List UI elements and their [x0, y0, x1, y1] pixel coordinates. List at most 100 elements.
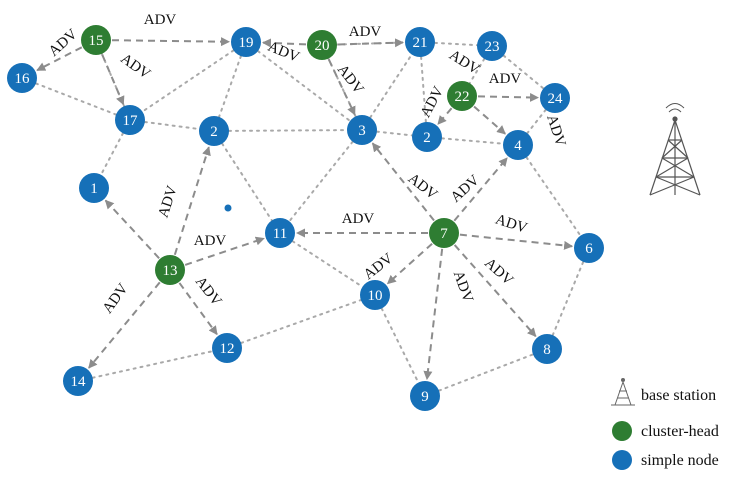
dotted-link	[218, 55, 242, 118]
node-circle	[115, 105, 145, 135]
adv-label: ADV	[405, 171, 441, 204]
adv-label: ADV	[265, 39, 301, 66]
node-label: 15	[89, 33, 104, 49]
node-label: 2	[423, 130, 431, 146]
adv-label: ADV	[194, 233, 227, 249]
node-circle	[540, 83, 570, 113]
base-station-icon	[649, 103, 701, 196]
adv-label: ADV	[349, 24, 382, 40]
dotted-link	[240, 299, 362, 344]
simple-node: 1	[79, 173, 109, 203]
simple-node: 21	[405, 27, 435, 57]
dotted-link	[291, 240, 364, 288]
simple-node: 2	[199, 116, 229, 146]
cluster-head-node: 13	[155, 255, 185, 285]
simple-node: 11	[265, 218, 295, 248]
adv-arrow	[453, 244, 537, 338]
adv-label: ADV	[100, 281, 132, 317]
simple-node: 2	[412, 122, 442, 152]
legend: base station cluster-head simple node	[611, 378, 719, 470]
small-node-dot	[224, 204, 232, 212]
dotted-link	[100, 132, 124, 176]
node-label: 2	[210, 124, 218, 140]
adv-arrow	[477, 92, 540, 102]
dotted-link	[335, 41, 407, 46]
adv-arrow	[178, 282, 218, 336]
adv-label: ADV	[156, 184, 181, 220]
node-circle	[410, 381, 440, 411]
simple-node: 17	[115, 105, 145, 135]
node-circle	[412, 122, 442, 152]
dotted-link	[437, 353, 535, 392]
dotted-link	[288, 140, 354, 223]
adv-arrow	[459, 233, 574, 250]
adv-arrow	[101, 54, 125, 106]
adv-label: ADV	[361, 250, 397, 283]
simple-node: 10	[360, 280, 390, 310]
adv-arrow	[423, 248, 444, 381]
simple-node: 19	[231, 27, 261, 57]
adv-label: ADV	[334, 62, 367, 98]
node-label: 4	[514, 138, 522, 154]
arrow-edges-layer	[36, 37, 574, 381]
node-label: 16	[15, 71, 31, 87]
adv-label: ADV	[418, 84, 447, 120]
simple-node: 24	[540, 83, 570, 113]
node-label: 20	[315, 38, 330, 54]
node-circle	[265, 218, 295, 248]
adv-arrow	[327, 59, 356, 116]
legend-label-simple-node: simple node	[641, 452, 719, 469]
adv-label: ADV	[450, 269, 476, 305]
adv-label: ADV	[192, 274, 225, 310]
cluster-head-node: 7	[429, 218, 459, 248]
node-circle	[477, 31, 507, 61]
adv-arrow	[453, 157, 508, 222]
node-circle	[231, 27, 261, 57]
node-label: 6	[585, 241, 593, 257]
node-circle	[347, 115, 377, 145]
node-circle	[212, 333, 242, 363]
simple-node: 14	[63, 366, 93, 396]
dotted-link	[91, 350, 214, 379]
adv-label: ADV	[481, 255, 516, 289]
cluster-head-node: 22	[447, 81, 477, 111]
node-circle	[63, 366, 93, 396]
node-label: 11	[273, 226, 287, 242]
adv-label: ADV	[446, 47, 482, 78]
adv-label: ADV	[448, 172, 483, 206]
node-label: 10	[368, 288, 383, 304]
node-label: 22	[455, 89, 470, 105]
node-label: 14	[71, 374, 87, 390]
node-label: 7	[440, 226, 448, 242]
cluster-head-node: 20	[307, 30, 337, 60]
node-circle	[532, 334, 562, 364]
adv-label: ADV	[493, 212, 529, 237]
dotted-link	[551, 260, 585, 337]
adv-arrow	[104, 199, 160, 259]
dotted-link	[34, 82, 118, 116]
adv-arrow	[371, 142, 435, 222]
dotted-link	[502, 54, 545, 90]
adv-arrow	[36, 46, 83, 72]
node-circle	[81, 25, 111, 55]
dotted-link	[526, 108, 547, 135]
adv-arrow	[173, 146, 211, 256]
node-circle	[7, 63, 37, 93]
adv-label: ADV	[543, 113, 568, 149]
cluster-head-node: 15	[81, 25, 111, 55]
dotted-link	[143, 120, 201, 131]
node-circle	[405, 27, 435, 57]
node-label: 19	[239, 35, 254, 51]
adv-label: ADV	[117, 51, 153, 83]
simple-node: 9	[410, 381, 440, 411]
dotted-link	[256, 50, 352, 122]
dotted-link	[380, 307, 420, 384]
node-circle	[429, 218, 459, 248]
adv-arrow	[88, 281, 161, 369]
cluster-head-marker	[612, 421, 632, 441]
node-label: 13	[163, 263, 178, 279]
adv-arrow	[111, 37, 231, 47]
node-label: 24	[548, 91, 564, 107]
